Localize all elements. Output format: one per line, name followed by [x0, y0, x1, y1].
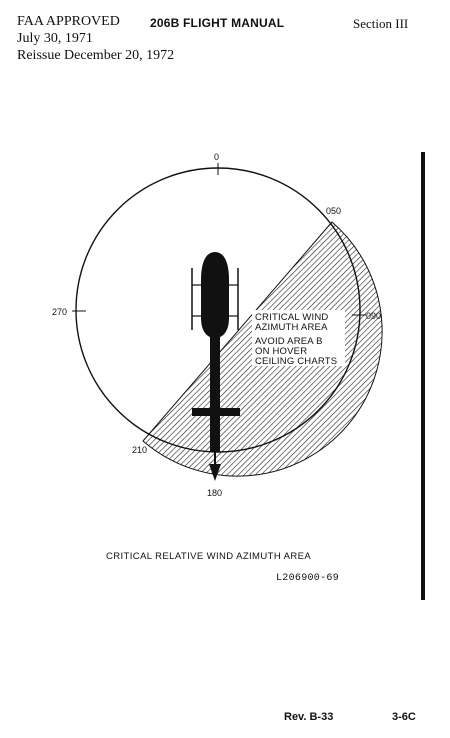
heading-label-180: 180 — [207, 488, 222, 498]
heading-label-210: 210 — [132, 445, 147, 455]
heading-label-0: 0 — [214, 152, 219, 162]
approval-date: July 30, 1971 — [17, 31, 93, 46]
callout-line-3: AVOID AREA B — [255, 336, 323, 347]
callout-line-1: CRITICAL WIND — [255, 312, 329, 323]
figure-number: L206900-69 — [276, 573, 340, 584]
approval-label: FAA APPROVED — [17, 14, 120, 29]
callout-line-2: AZIMUTH AREA — [255, 322, 328, 333]
callout-box: CRITICAL WIND AZIMUTH AREA AVOID AREA B … — [252, 310, 345, 367]
callout-line-4: ON HOVER — [255, 346, 307, 357]
revision-bar — [421, 152, 425, 600]
callout-line-5: CEILING CHARTS — [255, 356, 337, 367]
figure-caption: CRITICAL RELATIVE WIND AZIMUTH AREA — [106, 551, 312, 562]
approval-block: FAA APPROVED July 30, 1971 Reissue Decem… — [17, 13, 174, 64]
reissue-date: Reissue December 20, 1972 — [17, 48, 175, 63]
heading-label-090: 090 — [366, 311, 381, 321]
helicopter-icon — [191, 252, 240, 481]
manual-title: 206B FLIGHT MANUAL — [150, 16, 285, 30]
heading-label-050: 050 — [326, 206, 341, 216]
section-label: Section III — [353, 16, 409, 31]
revision-label: Rev. B-33 — [284, 711, 334, 723]
heading-label-270: 270 — [52, 307, 67, 317]
page-number: 3-6C — [392, 711, 416, 723]
